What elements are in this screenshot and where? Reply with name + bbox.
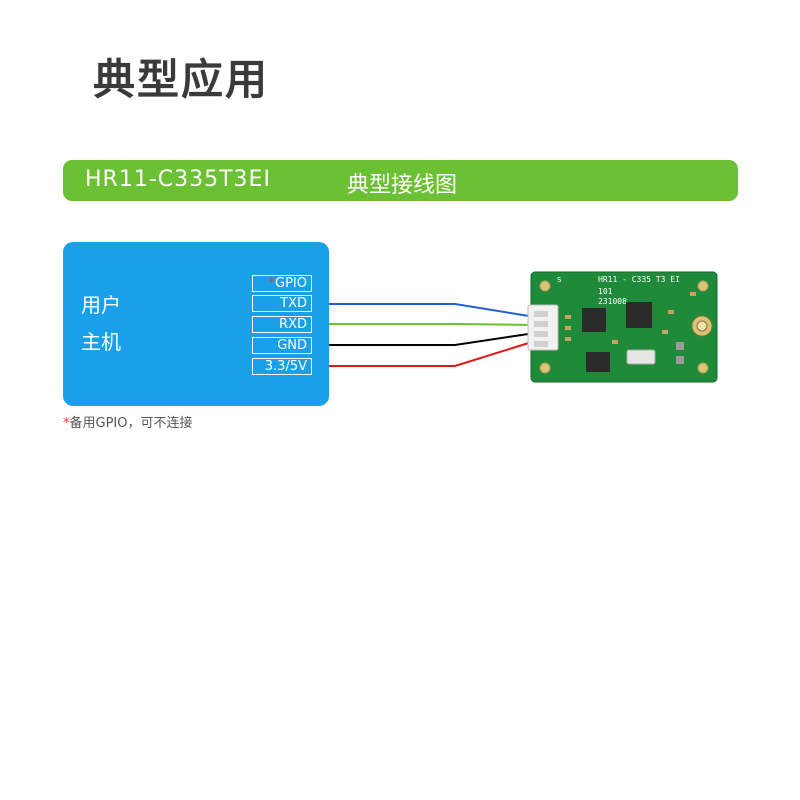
- wire-gnd: [329, 332, 536, 346]
- silk-s: S: [557, 276, 562, 284]
- host-label-line2: 主机: [81, 330, 121, 354]
- chip-secondary: [626, 302, 652, 328]
- passive-7: [676, 356, 684, 364]
- pin-gpio-marker: *: [268, 276, 276, 291]
- passive-8: [690, 292, 696, 296]
- antenna-connector-core: [696, 320, 708, 332]
- passive-1: [565, 315, 571, 319]
- passive-3: [565, 337, 571, 341]
- passive-4: [612, 340, 618, 344]
- wire-vcc: [329, 340, 536, 367]
- pin-rxd-label: RXD: [279, 317, 307, 332]
- silk-model: HR11 - C335 T3 EI: [598, 275, 680, 284]
- chip-main: [582, 308, 606, 332]
- footnote: *备用GPIO，可不连接: [63, 412, 192, 431]
- pin-vcc-label: 3.3/5V: [264, 359, 307, 374]
- pin-gnd-label: GND: [277, 338, 307, 353]
- wire-txd: [329, 303, 536, 318]
- connector-pin-4: [534, 341, 548, 347]
- silk-101: 101: [598, 287, 613, 296]
- module-model-label: HR11-C335T3EI: [85, 167, 271, 192]
- wire-rxd: [329, 323, 536, 326]
- wiring-diagram-title: 典型接线图: [347, 173, 458, 198]
- mount-hole-bl: [539, 362, 551, 374]
- pin-txd: TXD: [252, 295, 312, 312]
- passive-5: [662, 330, 668, 334]
- pin-gpio-label: GPIO: [275, 276, 307, 291]
- mount-hole-tl: [539, 280, 551, 292]
- passive-9: [668, 310, 674, 314]
- hr11-module-board: S HR11 - C335 T3 EI 101 231008: [527, 271, 718, 383]
- footnote-text: 备用GPIO，可不连接: [69, 416, 193, 431]
- connector-pin-2: [534, 321, 548, 327]
- mount-hole-tr: [697, 280, 709, 292]
- silk-date: 231008: [598, 297, 627, 306]
- page-title: 典型应用: [93, 55, 270, 104]
- connector-pin-3: [534, 331, 548, 337]
- host-block: 用户 主机 *GPIO TXD RXD GND 3.3/5V: [63, 242, 329, 406]
- pin-rxd: RXD: [252, 316, 312, 333]
- host-label-line1: 用户: [81, 293, 121, 317]
- footnote-marker: *: [63, 416, 70, 431]
- pcb-board: [530, 271, 718, 383]
- passive-2: [565, 326, 571, 330]
- chip-small: [586, 352, 610, 372]
- pin-txd-label: TXD: [280, 296, 307, 311]
- mount-hole-br: [697, 362, 709, 374]
- connector-pin-1: [534, 311, 548, 317]
- crystal: [626, 349, 656, 365]
- pin-gnd: GND: [252, 337, 312, 354]
- title-banner: HR11-C335T3EI 典型接线图: [63, 160, 738, 201]
- pin-vcc: 3.3/5V: [252, 358, 312, 375]
- pin-gpio: *GPIO: [252, 275, 312, 292]
- passive-6: [676, 342, 684, 350]
